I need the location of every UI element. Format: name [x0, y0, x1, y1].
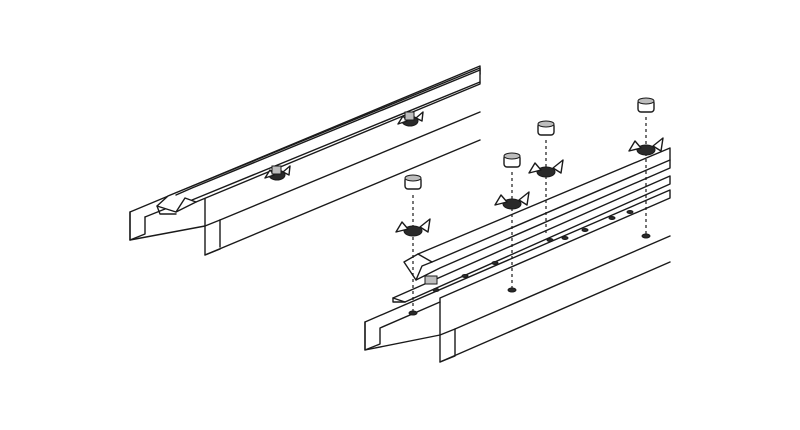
assembled-rail	[156, 67, 481, 215]
wingnut-assembled-1	[264, 165, 291, 181]
plate-holes	[432, 210, 634, 292]
wingnut-assembled-2	[397, 111, 424, 127]
exploded-channel	[364, 189, 671, 363]
bolt-stack-4	[628, 97, 664, 239]
bolt-stack-3	[528, 120, 564, 235]
exploded-rail	[403, 147, 671, 285]
bolt-stack-2	[494, 152, 530, 293]
base-plate	[392, 175, 671, 303]
bolt-stack-1	[395, 174, 431, 316]
